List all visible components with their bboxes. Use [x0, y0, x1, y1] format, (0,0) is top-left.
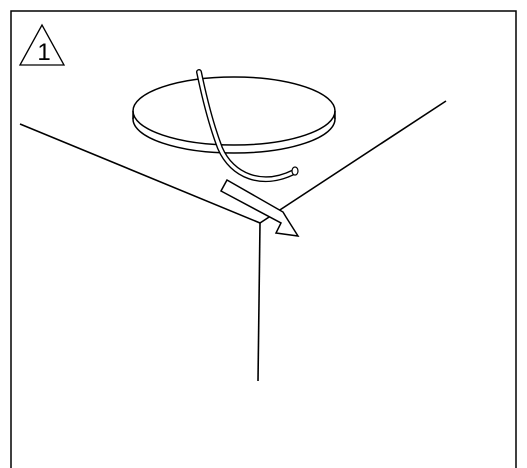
direction-arrow-icon [219, 178, 300, 237]
step-marker: 1 [18, 23, 66, 66]
wall-edge-right [259, 100, 447, 224]
wall-edge-left [19, 123, 261, 224]
figure-border [10, 10, 517, 468]
cable [196, 69, 299, 183]
cable-fill [197, 70, 296, 181]
cable-end [291, 166, 299, 176]
step-number: 1 [37, 39, 50, 66]
round-disc-device [132, 76, 336, 154]
disc-edge [132, 111, 336, 119]
warning-triangle-icon [18, 23, 66, 66]
disc-top [132, 76, 336, 146]
wall-corner-vertical [257, 222, 261, 382]
